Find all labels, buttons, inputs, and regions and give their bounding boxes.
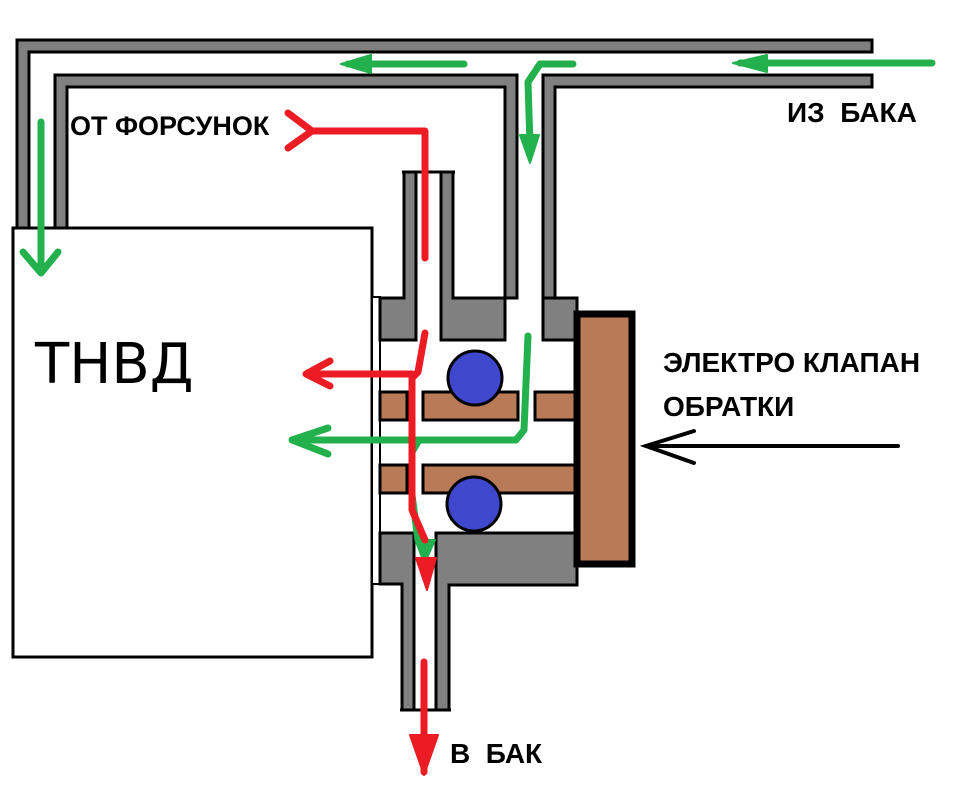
valve-body	[371, 170, 636, 712]
plate-lower-right	[421, 463, 579, 495]
plate-upper-left	[378, 390, 409, 422]
valve-bottom-right-block	[434, 531, 579, 712]
return-line-in-valve	[408, 329, 429, 544]
return-line-top	[308, 127, 429, 199]
plate-upper-right	[533, 390, 579, 422]
flow-arrowhead-top-pipe	[340, 54, 372, 74]
flow-arrowhead-to-pump	[288, 424, 332, 458]
flow-arrowhead-branch	[519, 134, 540, 164]
return-arrowhead-in-outlet	[415, 557, 437, 591]
check-ball-upper	[446, 349, 504, 407]
return-flow	[284, 109, 439, 776]
valve-pointer-arrow	[639, 429, 900, 465]
valve-top-right-block	[541, 296, 579, 342]
pump-label: ТНВД	[34, 332, 193, 397]
flow-branch-down	[524, 60, 577, 149]
flow-arrowhead-from-tank	[732, 54, 768, 73]
label-valve-line2: ОБРАТКИ	[663, 391, 794, 422]
return-arrowhead-to-tank	[409, 734, 439, 776]
solenoid-actuator	[573, 310, 636, 568]
valve-top-left-block	[378, 170, 418, 342]
pointer-head	[639, 429, 696, 465]
flow-through-valve	[296, 332, 532, 444]
flow-arrowhead-into-pump	[19, 248, 62, 277]
label-from-tank: ИЗ БАКА	[787, 97, 917, 128]
label-valve-line1: ЭЛЕКТРО КЛАПАН	[663, 347, 920, 378]
check-ball-lower	[445, 475, 503, 533]
valve-bottom-left-block	[378, 531, 416, 712]
return-inlet-fork	[284, 109, 316, 152]
valve-top-mid-block	[439, 170, 507, 342]
plate-lower-left	[378, 463, 409, 495]
label-to-tank: В БАК	[450, 738, 543, 769]
return-arrowhead-to-pump	[302, 357, 334, 390]
label-from-injectors: ОТ ФОРСУНОК	[70, 111, 270, 141]
